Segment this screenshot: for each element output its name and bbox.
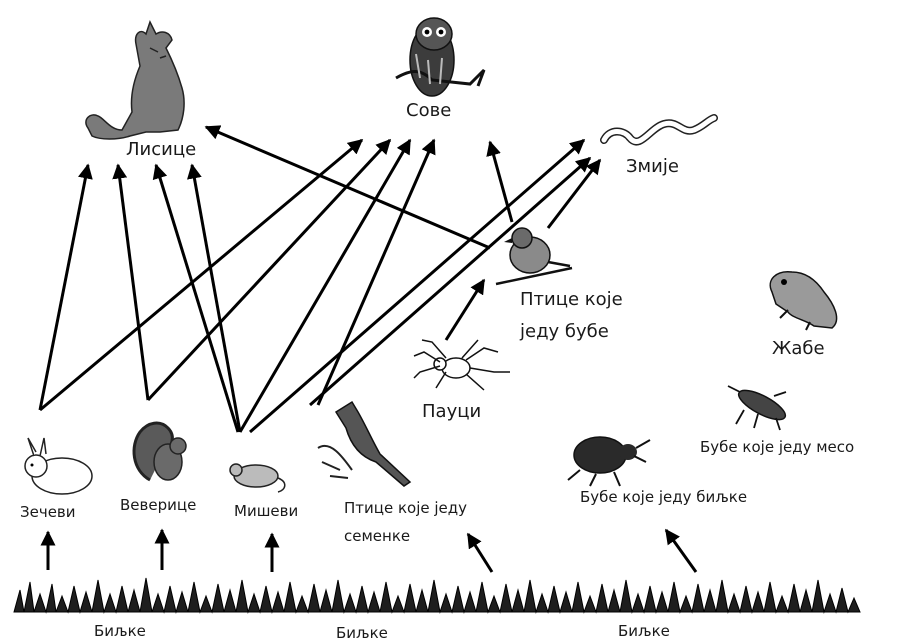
arrow-rabbits-to-foxes (40, 165, 88, 410)
snake-icon (604, 118, 714, 142)
label-plants-middle: Биљке (336, 624, 388, 641)
label-plants-left: Биљке (94, 622, 146, 640)
cardinal-icon (318, 402, 410, 486)
arrow-mice-to-foxes-2 (192, 165, 240, 432)
arrow-insectbirds-to-foxes (206, 127, 490, 248)
arrow-mice-to-snakes (250, 140, 584, 432)
mouse-icon (230, 464, 285, 492)
grass-icon (14, 578, 860, 612)
squirrel-icon (134, 423, 186, 480)
arrow-seedbirds-to-owls (318, 140, 434, 405)
label-foxes: Лисице (126, 139, 196, 160)
label-insect-birds-line2: једу бубе (519, 321, 609, 342)
arrow-mice-to-foxes-1 (156, 165, 238, 432)
bird-icon (496, 228, 572, 284)
arrow-insectbirds-to-owls (490, 142, 512, 222)
label-meat-beetles: Бубе које једу месо (700, 438, 854, 456)
owl-icon (396, 18, 484, 96)
arrow-plants-to-seedbirds (468, 534, 492, 572)
label-plants-right: Биљке (618, 622, 670, 640)
frog-icon (770, 272, 836, 330)
label-plant-beetles: Бубе које једу биљке (580, 488, 747, 506)
label-seed-birds-line2: семенке (344, 527, 410, 545)
arrow-plants-to-plantbeetles (666, 530, 696, 572)
arrow-rabbits-to-owls (40, 140, 362, 410)
label-owls: Сове (406, 100, 451, 121)
rabbit-icon (25, 438, 92, 494)
arrow-squirrels-to-owls (148, 140, 390, 400)
label-insect-birds-line1: Птице које (520, 289, 623, 310)
arrow-spiders-to-insectbirds (446, 280, 484, 340)
label-snakes: Змије (626, 156, 679, 177)
label-spiders: Пауци (422, 401, 481, 422)
beetle-icon (568, 437, 650, 486)
beetle-icon (728, 385, 789, 430)
label-frogs: Жабе (772, 338, 825, 359)
label-mice: Мишеви (234, 502, 298, 520)
label-rabbits: Зечеви (20, 503, 76, 521)
fox-icon (86, 22, 184, 139)
spider-icon (414, 340, 510, 390)
label-seed-birds-line1: Птице које једу (344, 499, 467, 517)
arrow-squirrels-to-foxes (118, 165, 148, 400)
label-squirrels: Веверице (120, 496, 196, 514)
